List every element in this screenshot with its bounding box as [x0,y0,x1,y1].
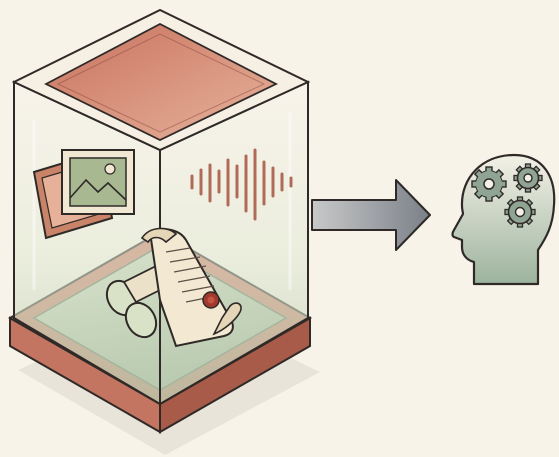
right-arrow-icon [312,180,430,250]
head-with-gears-icon [453,155,555,284]
gear-icon [472,167,506,201]
gear-icon [514,164,542,192]
gear-icon [505,197,535,227]
